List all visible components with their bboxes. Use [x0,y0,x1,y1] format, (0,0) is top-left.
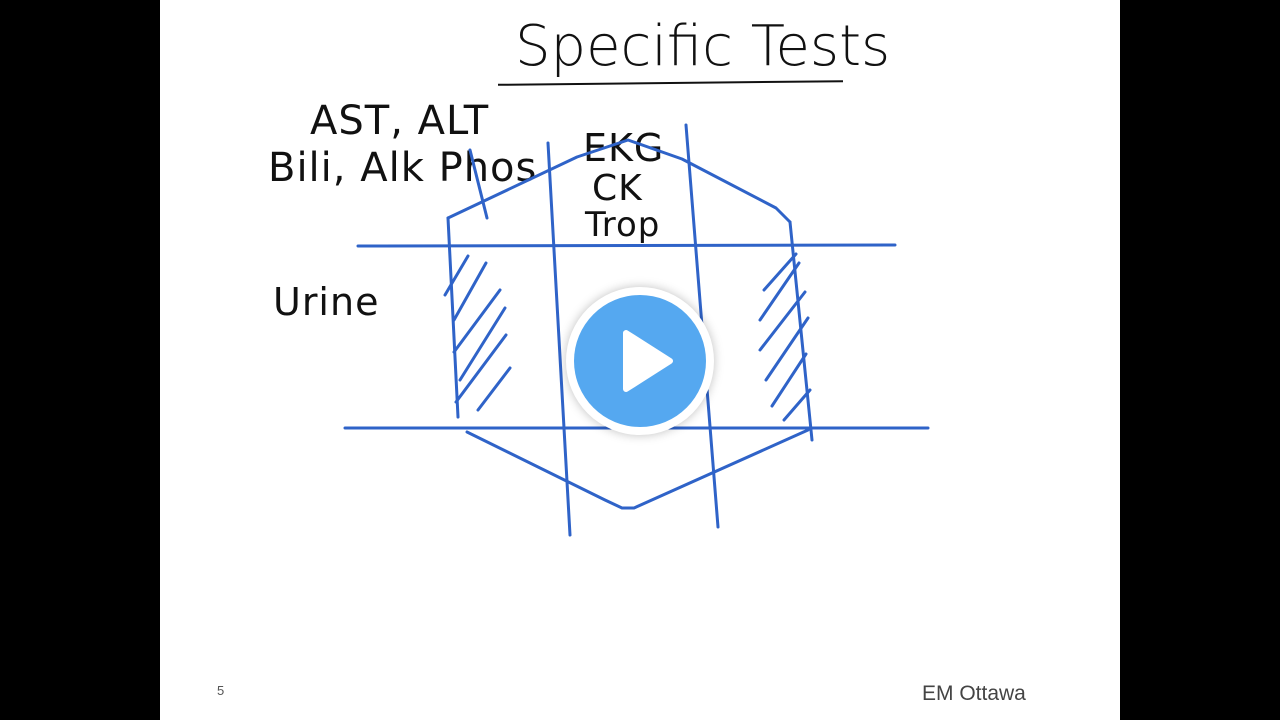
hexagon-grid-sketch [343,123,930,537]
sketch-hexagon-top [446,138,792,224]
urine-label: Urine [273,280,380,324]
cardiac-test-ck: CK [592,168,643,209]
sketch-horizontal-top [356,243,897,248]
sketch-pointer-line [468,148,489,220]
sketch-hatch-left [443,254,512,412]
liver-tests-line-2: Bili, Alk Phos [268,145,538,191]
sketch-vertical-left [546,141,572,537]
play-icon [623,330,673,392]
sketch-hatch-right [758,252,812,422]
sketch-hexagon-left [446,216,460,419]
play-button-circle [574,295,706,427]
slide: Specific Tests AST, ALT Bili, Alk Phos E… [160,0,1120,720]
sketch-hexagon-bottom [465,428,810,510]
play-button[interactable] [566,287,714,435]
slide-title: Specific Tests [515,14,891,79]
liver-tests-line-1: AST, ALT [310,98,490,144]
footer-brand: EM Ottawa [922,682,1026,705]
slide-number: 5 [217,683,225,698]
cardiac-test-trop: Trop [585,205,661,245]
